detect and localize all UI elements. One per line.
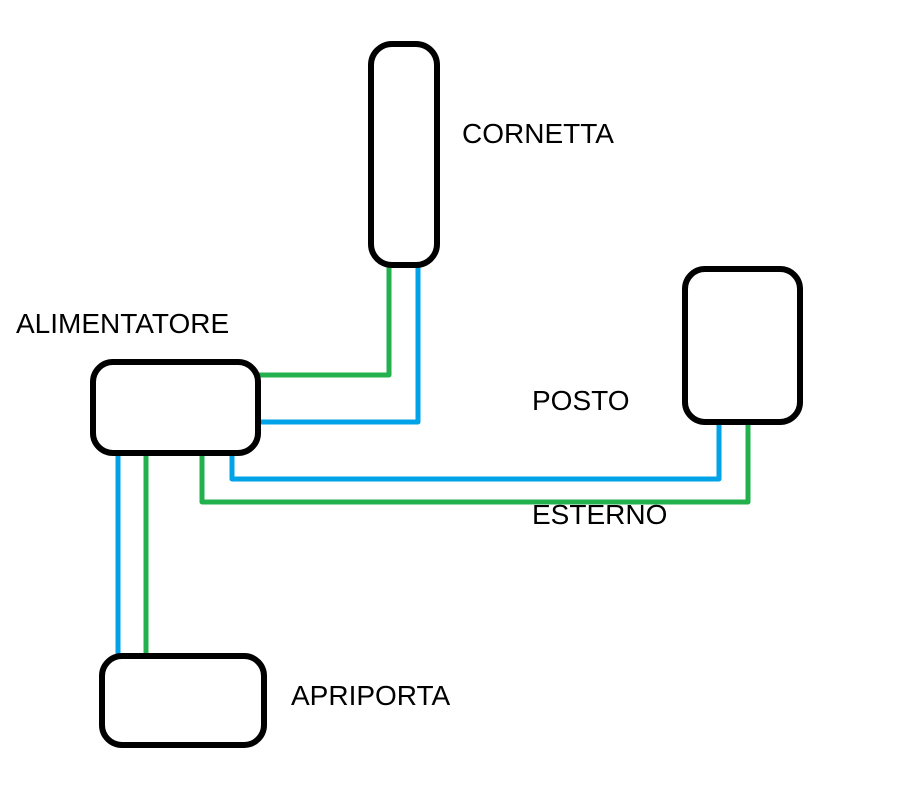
wire-alimentatore-posto-esterno-green — [199, 417, 751, 505]
apriporta-label: APRIPORTA — [291, 680, 451, 711]
posto-esterno-label-line1: POSTO — [532, 385, 630, 416]
cornetta-box — [368, 41, 440, 268]
wire-alimentatore-posto-esterno-blue — [229, 417, 722, 482]
cornetta-label: CORNETTA — [462, 118, 614, 149]
wire-cornetta-alimentatore-green — [256, 261, 392, 378]
wire-cornetta-alimentatore-blue — [256, 262, 421, 425]
posto-esterno-label-line2: ESTERNO — [532, 499, 668, 530]
apriporta-box — [99, 653, 267, 748]
posto-esterno-label: POSTO ESTERNO — [532, 306, 667, 610]
alimentatore-label: ALIMENTATORE — [16, 308, 230, 339]
alimentatore-box — [90, 359, 261, 456]
posto-esterno-box — [682, 266, 803, 425]
